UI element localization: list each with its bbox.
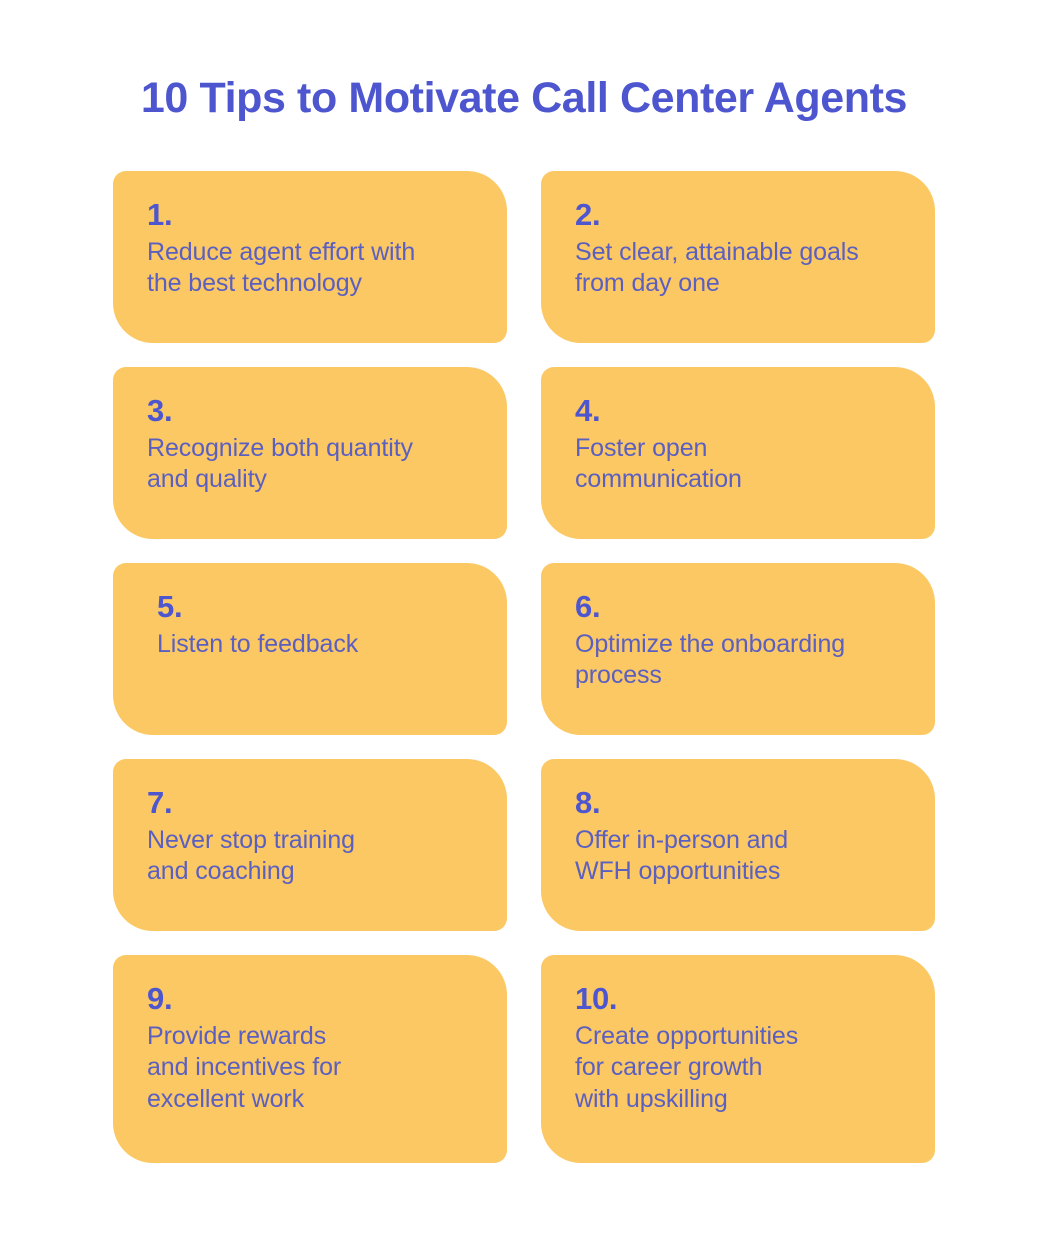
tip-number: 5.	[157, 589, 183, 624]
tip-number: 6.	[575, 589, 601, 624]
tip-number: 9.	[147, 981, 173, 1016]
tip-card-6: 6. Optimize the onboarding process	[541, 563, 935, 735]
tip-text: Set clear, attainable goals from day one	[575, 238, 859, 298]
tip-card-9: 9. Provide rewards and incentives for ex…	[113, 955, 507, 1163]
tip-number: 10.	[575, 981, 618, 1016]
tip-text: Never stop training and coaching	[147, 826, 355, 886]
tip-number: 1.	[147, 197, 173, 232]
tip-card-5: 5. Listen to feedback	[113, 563, 507, 735]
tip-text: Listen to feedback	[157, 630, 359, 658]
tip-number: 2.	[575, 197, 601, 232]
tip-card-2: 2. Set clear, attainable goals from day …	[541, 171, 935, 343]
page-title: 10 Tips to Motivate Call Center Agents	[140, 73, 908, 122]
tip-card-4: 4. Foster open communication	[541, 367, 935, 539]
tip-text: Reduce agent effort with the best techno…	[147, 238, 416, 298]
tip-text: Foster open communication	[575, 434, 742, 494]
tip-card-10: 10. Create opportunities for career grow…	[541, 955, 935, 1163]
tip-text: Offer in-person and WFH opportunities	[575, 826, 789, 886]
tip-number: 3.	[147, 393, 173, 428]
tip-card-7: 7. Never stop training and coaching	[113, 759, 507, 931]
tip-text: Optimize the onboarding process	[575, 630, 846, 690]
tip-number: 7.	[147, 785, 173, 820]
tip-number: 8.	[575, 785, 601, 820]
tip-card-1: 1. Reduce agent effort with the best tec…	[113, 171, 507, 343]
tip-card-3: 3. Recognize both quantity and quality	[113, 367, 507, 539]
tip-number: 4.	[575, 393, 601, 428]
tip-text: Create opportunities for career growth w…	[575, 1022, 799, 1113]
tips-grid: 1. Reduce agent effort with the best tec…	[113, 171, 935, 1163]
tip-card-8: 8. Offer in-person and WFH opportunities	[541, 759, 935, 931]
tip-text: Provide rewards and incentives for excel…	[147, 1022, 342, 1113]
tip-text: Recognize both quantity and quality	[147, 434, 413, 494]
